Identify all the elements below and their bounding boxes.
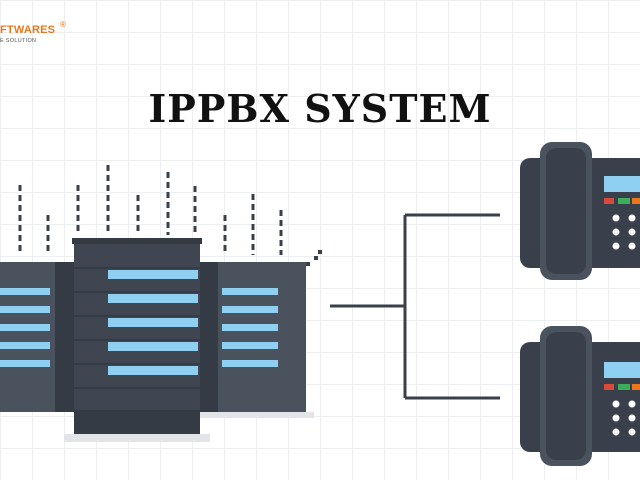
server-rack-icon (64, 238, 210, 442)
server-rack-icon (200, 262, 314, 418)
signal-dots (306, 250, 322, 266)
server-light-bars-center (108, 270, 198, 375)
company-logo: FTWARES ® E SOLUTION (0, 16, 90, 52)
logo-registered-mark: ® (60, 20, 66, 29)
signal-dashes (18, 165, 283, 255)
desk-phone-icon (520, 142, 640, 280)
desk-phone-icon (520, 326, 640, 466)
server-light-bars-left (0, 288, 50, 367)
connection-lines (330, 213, 500, 400)
logo-name: FTWARES (0, 24, 56, 36)
page-title: IPPBX SYSTEM (148, 86, 492, 131)
logo-tagline: E SOLUTION (0, 38, 37, 44)
server-light-bars-right (222, 288, 278, 367)
server-rack-icon (0, 262, 75, 412)
